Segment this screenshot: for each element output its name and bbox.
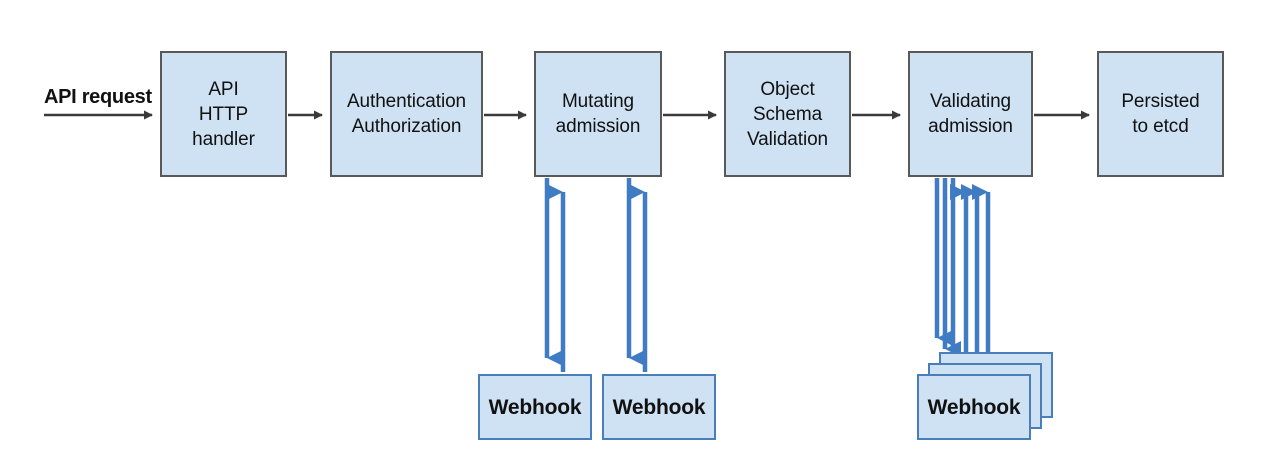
node-validating-admission[interactable]: Validating admission: [908, 51, 1033, 177]
node-object-schema-validation[interactable]: Object Schema Validation: [724, 51, 851, 177]
node-persisted-to-etcd[interactable]: Persisted to etcd: [1097, 51, 1224, 177]
node-mutating-admission[interactable]: Mutating admission: [534, 51, 662, 177]
webhook-mutating-2[interactable]: Webhook: [602, 374, 716, 440]
node-api-http-handler[interactable]: API HTTP handler: [160, 51, 287, 177]
webhook-mutating-1[interactable]: Webhook: [478, 374, 592, 440]
api-request-label: API request: [44, 86, 152, 108]
mutating-webhook-1-connectors: [544, 178, 566, 372]
webhook-validating-1[interactable]: Webhook: [917, 374, 1031, 440]
validating-webhook-call-connectors: [934, 178, 969, 368]
node-authentication-authorization[interactable]: Authentication Authorization: [330, 51, 483, 177]
mutating-webhook-2-connectors: [626, 178, 648, 372]
